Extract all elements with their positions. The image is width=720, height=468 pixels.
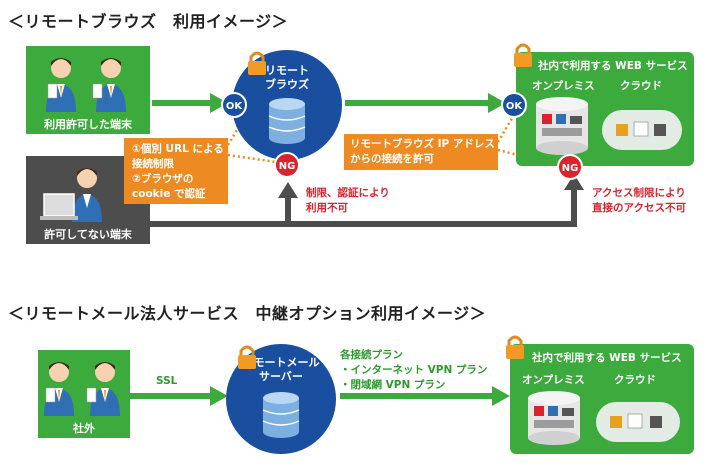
ng-badge-server: NG <box>274 152 300 178</box>
ok-badge-server: OK <box>221 92 247 118</box>
auth-method-box: ①個別 URL による 接続制限 ②ブラウザの cookie で認証 <box>124 138 228 204</box>
database-icon <box>262 392 300 438</box>
section1-title: ＜リモートブラウズ 利用イメージ＞ <box>8 12 289 31</box>
onpremise-label: オンプレミス <box>532 80 595 92</box>
cloud-icon <box>596 402 680 442</box>
line-unallowed-to-service <box>150 188 577 227</box>
access-line2: 直接のアクセス不可 <box>592 202 686 214</box>
ssl-label: SSL <box>156 375 178 387</box>
plans-line2: ・インターネット VPN プラン <box>340 364 488 376</box>
dotted-auth-ng <box>227 153 277 164</box>
internal-web-service-box-2: 社内で利用する WEB サービス オンプレミス クラウド <box>510 344 694 454</box>
limit-line1: 制限、認証により <box>306 187 390 199</box>
business-person-icon <box>44 362 120 416</box>
lock-icon <box>248 51 266 75</box>
arrow-head <box>492 386 510 406</box>
laptop-user-icon <box>40 168 102 222</box>
plans-line3: ・閉域網 VPN プラン <box>340 379 446 391</box>
outside-label: 社外 <box>73 422 95 435</box>
dotted-ip-ok <box>496 114 516 143</box>
lock-icon <box>238 345 256 369</box>
database-icon <box>268 98 306 144</box>
server-label-line1: リモート <box>265 64 309 77</box>
allowed-terminal-label: 利用許可した端末 <box>44 118 132 131</box>
cloud-label: クラウド <box>620 80 662 92</box>
limit-line2: 利用不可 <box>306 202 348 214</box>
lock-icon <box>514 43 532 67</box>
cloud-icon <box>602 110 682 150</box>
internal-web-service-box: 社内で利用する WEB サービス オンプレミス クラウド <box>516 52 694 166</box>
service-title-2: 社内で利用する WEB サービス <box>532 352 682 364</box>
dotted-auth-ok <box>226 114 248 146</box>
arrow-head <box>278 182 298 198</box>
allowed-terminal-box: 利用許可した端末 <box>26 46 150 134</box>
limit-text: 制限、認証により 利用不可 <box>306 186 390 216</box>
cloud-apps-icon <box>610 413 662 429</box>
ip-line2: からの接続を許可 <box>350 153 434 165</box>
arrow-head <box>488 93 506 113</box>
mail-server-line2: サーバー <box>259 370 303 383</box>
access-line1: アクセス制限により <box>592 187 686 199</box>
arrow-head <box>564 174 584 190</box>
auth-line4: cookie で認証 <box>132 188 206 200</box>
onpremise-server-icon <box>536 97 588 155</box>
ip-allow-box: リモートブラウズ IP アドレス からの接続を許可 <box>344 134 498 170</box>
ng-badge-service: NG <box>557 154 583 180</box>
lock-icon <box>506 335 524 359</box>
onpremise-server-icon <box>528 391 580 445</box>
auth-line3: ②ブラウザの <box>132 173 194 185</box>
arrow-head <box>210 386 228 406</box>
mail-server-line1: リモートメール <box>242 356 320 369</box>
access-text: アクセス制限により 直接のアクセス不可 <box>592 186 686 216</box>
ok-badge-service: OK <box>501 92 527 118</box>
section2-title: ＜リモートメール法人サービス 中継オプション利用イメージ＞ <box>8 304 487 323</box>
arrow-head <box>210 93 228 113</box>
unallowed-terminal-label: 許可してない端末 <box>44 228 132 241</box>
plans-line1: 各接続プラン <box>340 349 403 361</box>
ip-line1: リモートブラウズ IP アドレス <box>350 138 495 150</box>
cloud-label-2: クラウド <box>614 374 656 386</box>
auth-line1: ①個別 URL による <box>132 143 224 155</box>
auth-line2: 接続制限 <box>132 158 174 170</box>
cloud-apps-icon <box>616 121 666 137</box>
plans-text: 各接続プラン ・インターネット VPN プラン ・閉域網 VPN プラン <box>340 348 487 393</box>
service-title: 社内で利用する WEB サービス <box>538 60 688 72</box>
server-label-line2: ブラウズ <box>265 78 309 91</box>
business-person-icon <box>46 58 126 112</box>
onpremise-label-2: オンプレミス <box>522 374 585 386</box>
outside-box: 社外 <box>38 350 130 438</box>
